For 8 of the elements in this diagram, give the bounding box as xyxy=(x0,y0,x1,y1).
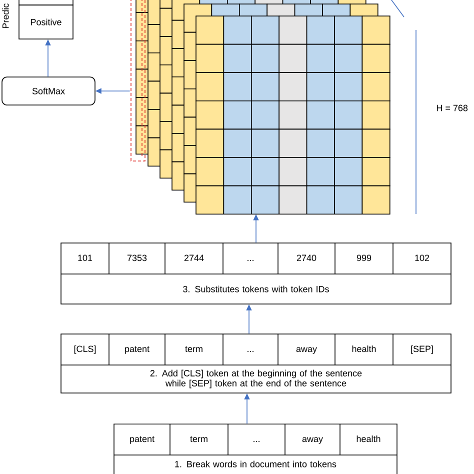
token-table: [CLS] patent term ... away health [SEP] 2. Add [CLS] token at the beginning of the sentence while [SEP] token at the end of the sentence xyxy=(60,334,452,394)
embedding-grid-drawing xyxy=(130,0,390,214)
output-box: Positive xyxy=(18,0,74,40)
softmax-box: SoftMax xyxy=(2,76,96,106)
token-table: patent term ... away health 1. Break words in document into tokens xyxy=(114,424,398,474)
dimension-label: H = 768 xyxy=(436,104,468,112)
axis-label: Predic xyxy=(2,4,9,28)
token-table: 101 7353 2744 ... 2740 999 102 3. Substitutes tokens with token IDs xyxy=(60,242,452,304)
